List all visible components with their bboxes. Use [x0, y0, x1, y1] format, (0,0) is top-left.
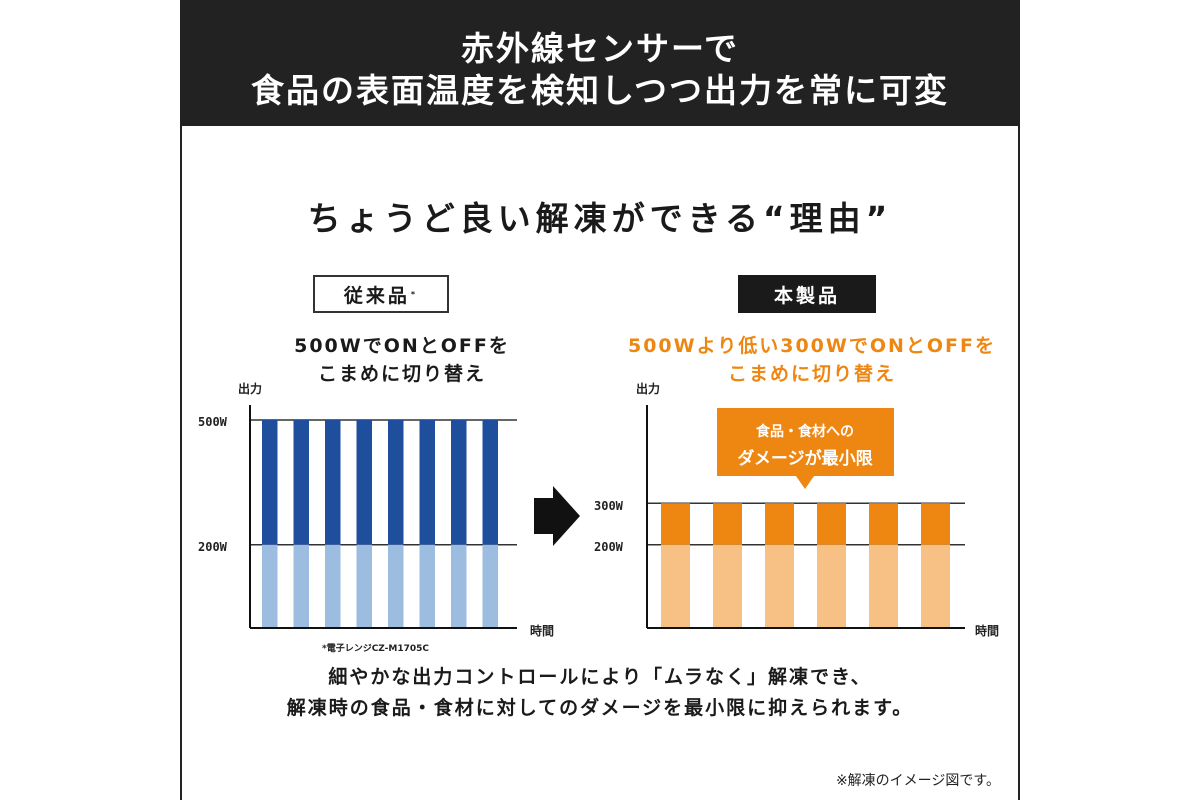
this-product-y-tick-200w: 200W: [594, 540, 624, 554]
this-product-y-axis-label: 出力: [636, 381, 660, 396]
conventional-bar-high-5: [388, 420, 404, 545]
conventional-y-tick-200w: 200W: [198, 540, 228, 554]
conventional-bar-high-8: [482, 420, 498, 545]
body-text-line-2: 解凍時の食品・食材に対してのダメージを最小限に抑えられます。: [286, 697, 914, 719]
conventional-bar-low-2: [293, 544, 309, 628]
this-product-bar-low-5: [869, 544, 898, 628]
this-product-desc-line-1: 500Wより低い300WでONとOFFを: [627, 335, 997, 357]
header-line-2: 食品の表面温度を検知しつつ出力を常に可変: [250, 71, 950, 110]
conventional-desc-line-1: 500WでONとOFFを: [294, 335, 510, 357]
header-line-1: 赤外線センサーで: [460, 29, 740, 68]
conventional-bar-low-1: [262, 544, 278, 628]
header-banner: 赤外線センサーで 食品の表面温度を検知しつつ出力を常に可変: [182, 0, 1018, 126]
conventional-y-tick-500w: 500W: [198, 415, 228, 429]
callout-line-2: ダメージが最小限: [737, 448, 872, 469]
conventional-bar-high-4: [356, 420, 372, 545]
body-text-line-1: 細やかな出力コントロールにより「ムラなく」解凍でき、: [328, 666, 872, 688]
conventional-model-note: *電子レンジCZ-M1705C: [322, 644, 430, 654]
conventional-desc-line-2: こまめに切り替え: [317, 363, 486, 385]
section-title: ちょうど良い解凍ができる“理由”: [307, 199, 893, 238]
conventional-bar-low-5: [388, 544, 404, 628]
conventional-label-mark: *: [410, 289, 419, 299]
this-product-x-axis-label: 時間: [975, 623, 999, 638]
conventional-bar-low-6: [419, 544, 435, 628]
this-product-bar-low-4: [817, 544, 846, 628]
this-product-bar-high-2: [713, 503, 742, 545]
conventional-bar-high-7: [451, 420, 467, 545]
this-product-desc-line-2: こまめに切り替え: [727, 363, 896, 385]
callout-line-1: 食品・食材への: [756, 423, 854, 440]
conventional-label-text: 従来品: [343, 284, 410, 307]
this-product-bar-low-2: [713, 544, 742, 628]
this-product-label-text: 本製品: [773, 284, 840, 307]
conventional-bar-low-8: [482, 544, 498, 628]
comparison-charts: 出力 時間 500W 200W 出力 時間 300W 200W 食品・食材への …: [198, 381, 999, 638]
this-product-bar-low-3: [765, 544, 794, 628]
this-product-bar-low-1: [661, 544, 690, 628]
damage-callout: 食品・食材への ダメージが最小限: [717, 408, 894, 489]
conventional-x-axis-label: 時間: [530, 623, 554, 638]
this-product-bar-high-5: [869, 503, 898, 545]
this-product-label: 本製品: [738, 275, 876, 313]
conventional-bar-low-7: [451, 544, 467, 628]
conventional-chart: 出力 時間 500W 200W: [198, 381, 554, 638]
this-product-y-tick-300w: 300W: [594, 499, 624, 513]
conventional-bar-low-4: [356, 544, 372, 628]
this-product-bar-high-6: [921, 503, 950, 545]
right-arrow-icon: [534, 486, 580, 546]
conventional-bar-high-6: [419, 420, 435, 545]
image-footnote: ※解凍のイメージ図です。: [835, 773, 1000, 789]
this-product-bar-high-4: [817, 503, 846, 545]
conventional-bar-high-1: [262, 420, 278, 545]
infographic-frame: 赤外線センサーで 食品の表面温度を検知しつつ出力を常に可変 ちょうど良い解凍がで…: [180, 0, 1020, 800]
conventional-product-label: 従来品*: [313, 275, 449, 313]
this-product-bar-high-3: [765, 503, 794, 545]
this-product-chart: 出力 時間 300W 200W 食品・食材への ダメージが最小限: [594, 381, 999, 638]
conventional-y-axis-label: 出力: [238, 381, 262, 396]
this-product-bar-high-1: [661, 503, 690, 545]
conventional-bar-high-3: [325, 420, 341, 545]
this-product-bar-low-6: [921, 544, 950, 628]
conventional-bar-high-2: [293, 420, 309, 545]
conventional-bar-low-3: [325, 544, 341, 628]
